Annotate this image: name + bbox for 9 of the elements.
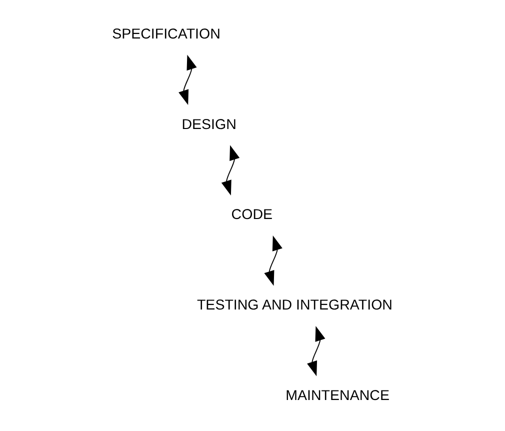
node-text: CODE xyxy=(231,207,273,224)
arrow xyxy=(178,54,197,106)
arrow xyxy=(307,326,326,376)
node-text: DESIGN xyxy=(182,116,236,133)
node-text: TESTING AND INTEGRATION xyxy=(196,298,392,314)
arrow xyxy=(221,145,240,196)
node-text: SPECIFICATION xyxy=(112,26,220,42)
arrow xyxy=(264,236,282,286)
node-text: MAINTENANCE xyxy=(286,388,390,404)
